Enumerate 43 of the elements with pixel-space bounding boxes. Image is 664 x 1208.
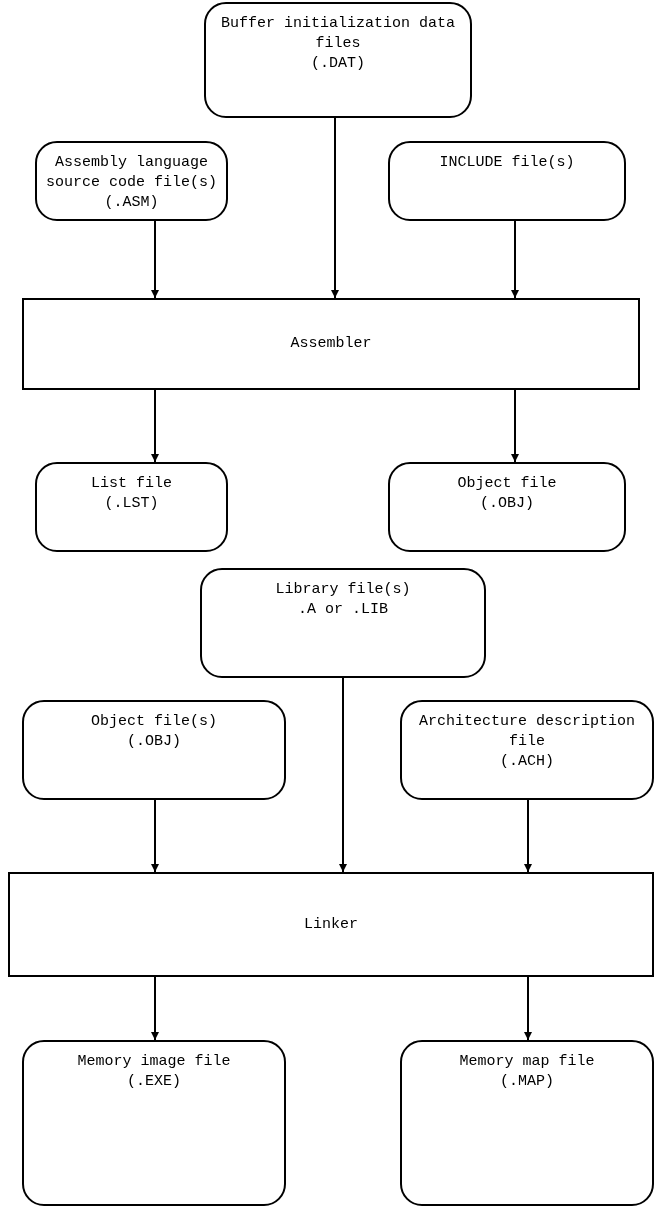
file-extension: (.OBJ) [480,494,534,514]
file-box [400,700,654,800]
node-label: List file [91,474,172,494]
node-label: Library file(s) [275,580,411,600]
arrow [511,389,519,463]
file-box [400,1040,654,1206]
node-label: Object file(s) [91,712,217,732]
file-box [22,1040,286,1206]
file-box [35,141,228,221]
file-box [204,2,472,118]
process-box [22,298,640,390]
file-extension: (.ACH) [500,752,554,772]
arrow [151,799,159,873]
file-box [388,141,626,221]
arrow [524,976,532,1041]
node-label: INCLUDE file(s) [439,153,575,173]
file-extension: (.OBJ) [127,732,181,752]
file-extension: .A or .LIB [298,600,388,620]
arrow [339,677,347,873]
node-label: Assembler [290,334,372,354]
node-label: Buffer initialization data files [219,14,456,54]
node-label: Memory map file [459,1052,595,1072]
file-extension: (.LST) [104,494,159,514]
arrow [511,220,519,299]
node-label: Assembly language source code file(s) [45,153,218,193]
arrow [151,389,159,463]
arrow [331,117,339,299]
node-label: Linker [304,914,358,935]
process-box [8,872,654,977]
arrow [151,976,159,1041]
arrow [524,799,532,873]
file-box [200,568,486,678]
file-box [35,462,228,552]
file-box [22,700,286,800]
file-extension: (.EXE) [127,1072,181,1092]
file-box [388,462,626,552]
node-label: Architecture description file [417,712,636,752]
file-extension: (.DAT) [311,54,365,74]
arrow [151,220,159,299]
file-extension: (.MAP) [500,1072,554,1092]
node-label: Object file [457,474,557,494]
file-extension: (.ASM) [104,193,159,213]
node-label: Memory image file [77,1052,231,1072]
